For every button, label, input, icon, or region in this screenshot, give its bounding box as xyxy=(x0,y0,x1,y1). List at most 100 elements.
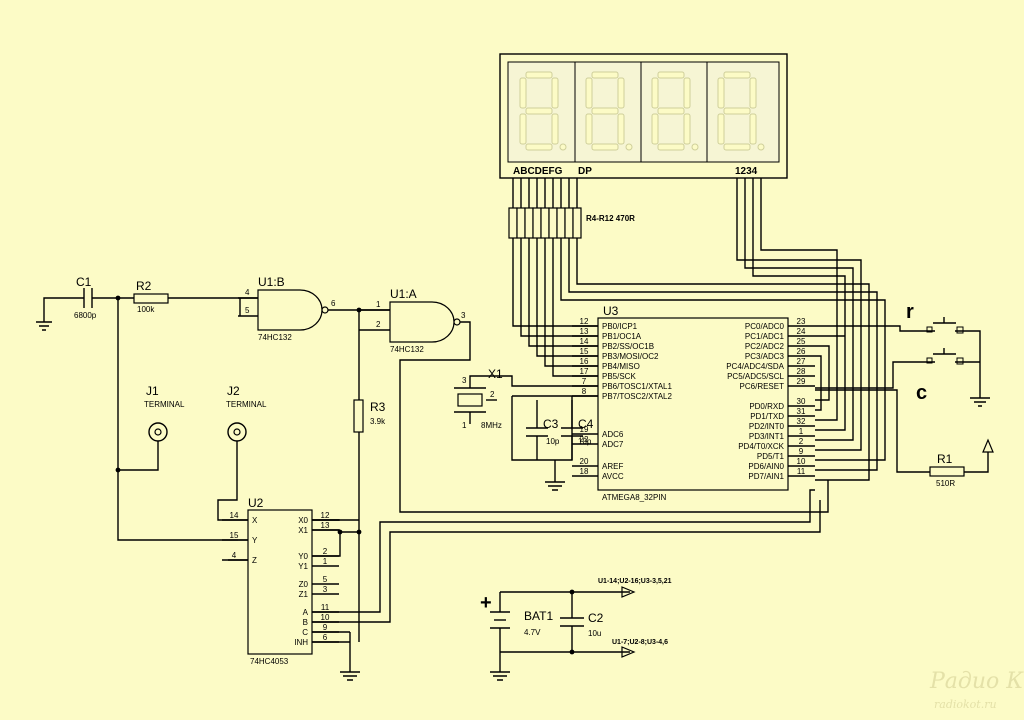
vcc-arrow-icon xyxy=(621,586,636,598)
u1a-nand-gate: U1:A 74HC132 1 2 3 xyxy=(358,287,829,513)
u1b-pin-out: 6 xyxy=(331,299,336,308)
svg-text:PB5/SCK: PB5/SCK xyxy=(602,372,636,381)
svg-text:PC6/RESET: PC6/RESET xyxy=(740,382,785,391)
svg-text:PD2/INT0: PD2/INT0 xyxy=(749,422,785,431)
c1-value: 6800p xyxy=(74,311,97,320)
svg-text:8: 8 xyxy=(582,387,587,396)
resistor-array-element xyxy=(532,207,542,239)
resistor-array: R4-R12 470R xyxy=(508,207,635,239)
svg-text:PC3/ADC3: PC3/ADC3 xyxy=(745,352,785,361)
svg-text:14: 14 xyxy=(230,511,239,520)
svg-text:18: 18 xyxy=(580,467,589,476)
svg-text:29: 29 xyxy=(797,377,806,386)
u1a-pin-out: 3 xyxy=(461,311,466,320)
vcc-arrow-icon xyxy=(982,438,994,453)
svg-text:1: 1 xyxy=(799,427,804,436)
button-r: r xyxy=(906,301,981,398)
c4-value: 10p xyxy=(578,437,592,446)
r2-value: 100k xyxy=(137,305,155,314)
j2-ref: J2 xyxy=(227,384,240,398)
svg-text:10: 10 xyxy=(321,613,330,622)
svg-text:30: 30 xyxy=(797,397,806,406)
c1-ref: C1 xyxy=(76,275,92,289)
u1b-pin-in2: 5 xyxy=(245,306,250,315)
u2-ref: U2 xyxy=(248,496,264,510)
resistor-array-element xyxy=(548,207,558,239)
svg-text:PD3/INT1: PD3/INT1 xyxy=(749,432,785,441)
r1-value: 510R xyxy=(936,479,955,488)
x1-pin3: 3 xyxy=(462,376,467,385)
u2-part: 74HC4053 xyxy=(250,657,289,666)
svg-text:23: 23 xyxy=(797,317,806,326)
u2-pin: 5Z0 xyxy=(299,575,339,589)
u1b-ref: U1:B xyxy=(258,275,285,289)
ground-icon xyxy=(545,481,565,491)
svg-text:A: A xyxy=(303,608,309,617)
svg-text:16: 16 xyxy=(580,357,589,366)
svg-text:Y: Y xyxy=(252,536,258,545)
svg-text:X: X xyxy=(252,516,258,525)
u1b-part: 74HC132 xyxy=(258,333,292,342)
svg-text:3: 3 xyxy=(323,585,328,594)
svg-text:10: 10 xyxy=(797,457,806,466)
display-digit-1 xyxy=(519,71,567,151)
button-r-label: r xyxy=(906,301,914,323)
display-digit-2 xyxy=(585,71,633,151)
u3-microcontroller: U3 ATMEGA8_32PIN 12PB0/ICP113PB1/OC1A14P… xyxy=(572,304,815,502)
svg-text:12: 12 xyxy=(580,317,589,326)
u1b-pin-in1: 4 xyxy=(245,288,250,297)
x1-crystal: X1 8MHz 3 2 1 xyxy=(454,367,598,430)
svg-text:25: 25 xyxy=(797,337,806,346)
svg-text:X0: X0 xyxy=(298,516,308,525)
u3-portc-wires xyxy=(815,325,930,473)
c3-capacitor: C3 10p xyxy=(526,400,560,460)
svg-text:15: 15 xyxy=(230,531,239,540)
svg-text:PB1/OC1A: PB1/OC1A xyxy=(602,332,642,341)
svg-text:17: 17 xyxy=(580,367,589,376)
svg-text:PB7/TOSC2/XTAL2: PB7/TOSC2/XTAL2 xyxy=(602,392,673,401)
watermark-logo-text: Радио КОТ xyxy=(929,669,1024,694)
svg-text:22: 22 xyxy=(580,435,589,444)
u1b-nand-gate: U1:B 74HC132 4 5 6 xyxy=(238,275,390,342)
svg-text:31: 31 xyxy=(797,407,806,416)
j1-terminal: J1 TERMINAL xyxy=(118,384,185,471)
svg-text:PD6/AIN0: PD6/AIN0 xyxy=(748,462,784,471)
resistor-array-element xyxy=(556,207,566,239)
svg-text:11: 11 xyxy=(797,467,806,476)
resistor-array-label: R4-R12 470R xyxy=(586,214,635,223)
r2-ref: R2 xyxy=(136,279,152,293)
c3-value: 10p xyxy=(546,437,560,446)
display-digit-3 xyxy=(651,71,699,151)
svg-text:PB3/MOSI/OC2: PB3/MOSI/OC2 xyxy=(602,352,659,361)
u1a-pin-in2: 2 xyxy=(376,320,381,329)
u3-part: ATMEGA8_32PIN xyxy=(602,493,667,502)
seven-segment-display: ABCDEFG DP 1234 xyxy=(499,53,788,179)
svg-text:27: 27 xyxy=(797,357,806,366)
svg-text:PD1/TXD: PD1/TXD xyxy=(750,412,784,421)
r1-ref: R1 xyxy=(937,452,953,466)
bat1-ref: BAT1 xyxy=(524,609,553,623)
svg-text:Z1: Z1 xyxy=(299,590,309,599)
svg-text:Z: Z xyxy=(252,556,257,565)
u1a-part: 74HC132 xyxy=(390,345,424,354)
j1-value: TERMINAL xyxy=(144,400,185,409)
svg-text:28: 28 xyxy=(797,367,806,376)
display-digit-4 xyxy=(717,71,765,151)
svg-text:PC5/ADC5/SCL: PC5/ADC5/SCL xyxy=(727,372,784,381)
svg-text:PB0/ICP1: PB0/ICP1 xyxy=(602,322,638,331)
bat1-battery: BAT1 4.7V + xyxy=(480,591,630,672)
svg-text:ADC7: ADC7 xyxy=(602,440,624,449)
c4-ref: C4 xyxy=(578,417,594,431)
svg-text:Y0: Y0 xyxy=(298,552,308,561)
svg-text:2: 2 xyxy=(799,437,804,446)
